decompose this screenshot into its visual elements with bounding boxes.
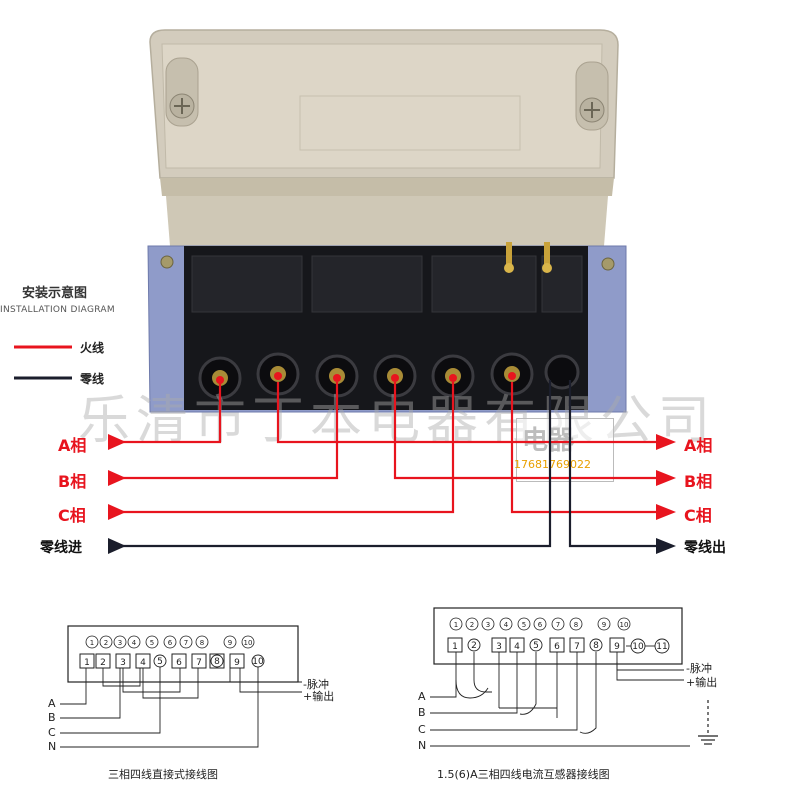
svg-text:9: 9 <box>234 658 240 668</box>
input-label-c: C相 <box>58 506 86 525</box>
output-label-b: B相 <box>684 472 713 491</box>
output-label-neutral: 零线出 <box>684 540 726 556</box>
lid-screw-right <box>575 61 609 131</box>
svg-text:1: 1 <box>452 642 458 652</box>
watermark-phone: 17681769022 <box>514 458 591 471</box>
svg-text:2: 2 <box>471 641 477 651</box>
legend-subtitle: INSTALLATION DIAGRAM <box>0 305 115 315</box>
svg-text:9: 9 <box>602 621 606 629</box>
right-pulse-plus: +输出 <box>686 676 718 689</box>
svg-text:1: 1 <box>90 639 94 647</box>
svg-text:4: 4 <box>514 642 520 652</box>
left-line-n: N <box>48 740 57 753</box>
left-line-c: C <box>48 726 56 739</box>
diagram-left-top-numbers <box>85 635 255 649</box>
svg-text:7: 7 <box>556 621 560 629</box>
left-pulse-plus: +输出 <box>303 690 335 703</box>
svg-text:6: 6 <box>554 642 560 652</box>
wire-b-out <box>393 382 660 480</box>
diagram-right: 1 2 3 4 5 6 7 8 9 10 1 2 3 4 5 6 7 8 9 10 11 <box>430 607 718 747</box>
legend-title: 安装示意图 <box>22 286 88 301</box>
input-label-a: A相 <box>58 436 87 455</box>
svg-text:10: 10 <box>620 621 629 629</box>
svg-text:4: 4 <box>140 658 146 668</box>
svg-text:10: 10 <box>632 642 644 652</box>
svg-text:7: 7 <box>196 658 202 668</box>
output-label-a: A相 <box>684 436 713 455</box>
svg-text:7: 7 <box>184 639 188 647</box>
svg-text:7: 7 <box>574 642 580 652</box>
svg-text:11: 11 <box>656 642 667 652</box>
svg-text:3: 3 <box>118 639 122 647</box>
svg-text:10: 10 <box>252 657 264 667</box>
svg-text:3: 3 <box>486 621 490 629</box>
lid-screw-left <box>165 57 199 127</box>
right-line-c: C <box>418 723 426 736</box>
svg-text:9: 9 <box>228 639 232 647</box>
right-diagram-caption: 1.5(6)A三相四线电流互感器接线图 <box>437 768 610 781</box>
wire-c-out <box>510 382 660 514</box>
right-pulse-minus: -脉冲 <box>686 662 712 675</box>
svg-text:3: 3 <box>120 658 126 668</box>
legend-live-label: 火线 <box>80 341 105 355</box>
right-line-n: N <box>418 739 427 752</box>
svg-text:8: 8 <box>593 641 599 651</box>
svg-text:8: 8 <box>214 657 220 667</box>
left-diagram-caption: 三相四线直接式接线图 <box>108 768 218 781</box>
svg-text:6: 6 <box>168 639 173 647</box>
right-line-b: B <box>418 706 426 719</box>
svg-text:8: 8 <box>200 639 204 647</box>
svg-text:5: 5 <box>157 657 163 667</box>
pulse-pins <box>504 242 552 273</box>
svg-text:3: 3 <box>496 642 502 652</box>
svg-text:1: 1 <box>84 658 90 668</box>
svg-text:5: 5 <box>150 639 154 647</box>
left-line-b: B <box>48 711 56 724</box>
svg-text:2: 2 <box>104 639 108 647</box>
svg-text:6: 6 <box>538 621 543 629</box>
svg-text:4: 4 <box>504 621 509 629</box>
wire-n-in <box>108 380 552 548</box>
svg-text:10: 10 <box>244 639 253 647</box>
svg-text:1: 1 <box>454 621 458 629</box>
right-line-a: A <box>418 690 426 703</box>
input-label-b: B相 <box>58 472 87 491</box>
svg-text:8: 8 <box>574 621 578 629</box>
left-pulse-minus: -脉冲 <box>303 678 329 691</box>
left-line-a: A <box>48 697 56 710</box>
svg-text:2: 2 <box>470 621 474 629</box>
input-label-neutral: 零线进 <box>40 540 82 556</box>
wire-b-in <box>108 382 339 480</box>
wire-a-out <box>276 382 660 444</box>
meter-photo <box>147 29 627 413</box>
wire-a-in <box>108 382 222 444</box>
wire-c-in <box>108 382 455 514</box>
wiring-lines <box>14 345 676 554</box>
svg-text:4: 4 <box>132 639 137 647</box>
wire-n-out <box>568 380 660 548</box>
svg-text:6: 6 <box>176 658 182 668</box>
svg-text:2: 2 <box>100 658 106 668</box>
watermark-stamp-box <box>516 418 614 482</box>
legend-neutral-label: 零线 <box>80 372 105 386</box>
output-label-c: C相 <box>684 506 712 525</box>
svg-text:5: 5 <box>522 621 526 629</box>
svg-text:5: 5 <box>533 641 539 651</box>
svg-text:9: 9 <box>614 642 620 652</box>
